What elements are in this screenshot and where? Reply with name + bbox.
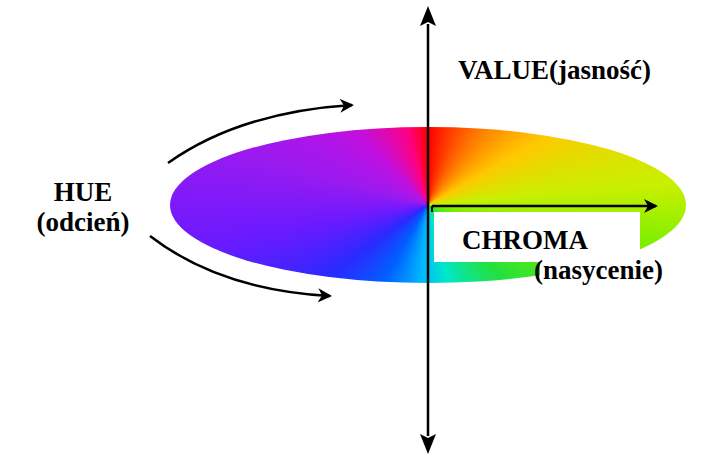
chroma-tick — [431, 206, 433, 212]
axis-label: VALUE(jasność) — [458, 56, 720, 86]
value-axis — [427, 24, 430, 436]
axis-label: HUE (odcień) — [8, 178, 158, 237]
arrow-head — [420, 6, 436, 26]
hue-arrow — [150, 236, 330, 296]
hue-arrow — [168, 105, 352, 163]
chroma-arrow — [432, 205, 656, 208]
arrow-head — [420, 434, 436, 454]
axis-label: CHROMA (nasycenie) — [462, 226, 672, 285]
